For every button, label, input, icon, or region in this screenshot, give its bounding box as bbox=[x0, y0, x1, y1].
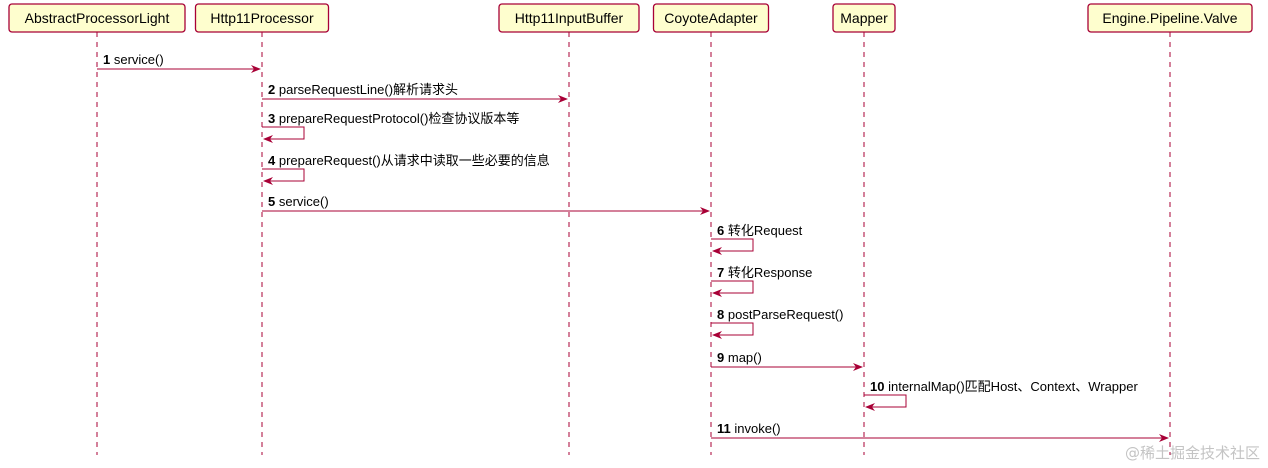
message-label: 5 service() bbox=[268, 194, 329, 209]
self-message-line bbox=[711, 238, 754, 252]
self-message-line bbox=[864, 394, 907, 408]
message-5: 5 service() bbox=[262, 194, 710, 215]
message-label: 9 map() bbox=[717, 350, 762, 365]
message-label: 6 转化Request bbox=[717, 223, 803, 238]
message-label: 11 invoke() bbox=[717, 421, 781, 436]
arrow-head bbox=[712, 289, 722, 297]
arrow-head bbox=[865, 403, 875, 411]
message-text: 转化Request bbox=[728, 223, 803, 238]
participant-coyoteadapter: CoyoteAdapter bbox=[652, 3, 770, 33]
participant-boxes: AbstractProcessorLight Http11Processor Htt… bbox=[8, 3, 1253, 33]
self-message-line bbox=[262, 168, 305, 182]
message-text: 转化Response bbox=[728, 265, 813, 280]
message-11: 11 invoke() bbox=[711, 421, 1169, 442]
arrow-head bbox=[700, 207, 710, 215]
message-1: 1 service() bbox=[97, 52, 261, 73]
message-number: 3 bbox=[268, 111, 275, 126]
participant-box bbox=[832, 3, 896, 33]
message-8: 8 postParseRequest() bbox=[711, 307, 843, 339]
message-label: 10 internalMap()匹配Host、Context、Wrapper bbox=[870, 379, 1138, 394]
participant-label: Engine.Pipeline.Valve bbox=[1102, 10, 1237, 26]
participant-http11inputbuffer: Http11InputBuffer bbox=[498, 3, 640, 33]
participant-label: Mapper bbox=[840, 10, 888, 26]
self-message-line bbox=[711, 280, 754, 294]
arrow-head bbox=[712, 247, 722, 255]
arrow-head bbox=[853, 363, 863, 371]
message-number: 4 bbox=[268, 153, 276, 168]
lifelines bbox=[96, 32, 1171, 455]
message-number: 10 bbox=[870, 379, 884, 394]
message-text: invoke() bbox=[734, 421, 780, 436]
participant-box bbox=[498, 3, 640, 33]
message-text: service() bbox=[279, 194, 329, 209]
message-text: prepareRequest()从请求中读取一些必要的信息 bbox=[279, 153, 550, 168]
message-label: 8 postParseRequest() bbox=[717, 307, 843, 322]
participant-label: AbstractProcessorLight bbox=[25, 10, 170, 26]
message-3: 3 prepareRequestProtocol()检查协议版本等 bbox=[262, 111, 519, 143]
message-number: 11 bbox=[717, 421, 731, 436]
messages: 1 service() 2 parseRequestLine()解析请求头 3 pr… bbox=[97, 52, 1169, 442]
participant-box bbox=[8, 3, 186, 33]
message-label: 2 parseRequestLine()解析请求头 bbox=[268, 82, 458, 97]
arrow-head bbox=[263, 177, 273, 185]
message-number: 1 bbox=[103, 52, 110, 67]
participant-box bbox=[652, 3, 770, 33]
arrow-head bbox=[558, 95, 568, 103]
message-6: 6 转化Request bbox=[711, 223, 803, 255]
message-number: 2 bbox=[268, 82, 275, 97]
message-text: service() bbox=[114, 52, 164, 67]
arrow-head bbox=[251, 65, 261, 73]
participant-label: Http11Processor bbox=[210, 10, 314, 26]
message-text: postParseRequest() bbox=[728, 307, 844, 322]
participant-label: CoyoteAdapter bbox=[664, 10, 758, 26]
message-number: 9 bbox=[717, 350, 724, 365]
message-text: parseRequestLine()解析请求头 bbox=[279, 82, 458, 97]
message-number: 5 bbox=[268, 194, 275, 209]
message-9: 9 map() bbox=[711, 350, 863, 371]
message-text: map() bbox=[728, 350, 762, 365]
message-number: 7 bbox=[717, 265, 724, 280]
arrow-head bbox=[712, 331, 722, 339]
message-10: 10 internalMap()匹配Host、Context、Wrapper bbox=[864, 379, 1138, 411]
message-label: 7 转化Response bbox=[717, 265, 812, 280]
participant-abstractprocessorlight: AbstractProcessorLight bbox=[8, 3, 186, 33]
participant-mapper: Mapper bbox=[832, 3, 896, 33]
message-2: 2 parseRequestLine()解析请求头 bbox=[262, 82, 568, 103]
message-number: 8 bbox=[717, 307, 724, 322]
message-text: internalMap()匹配Host、Context、Wrapper bbox=[888, 379, 1138, 394]
participant-engine-pipeline-valve: Engine.Pipeline.Valve bbox=[1087, 3, 1253, 33]
message-number: 6 bbox=[717, 223, 724, 238]
participant-http11processor: Http11Processor bbox=[194, 3, 330, 33]
message-7: 7 转化Response bbox=[711, 265, 812, 297]
message-label: 3 prepareRequestProtocol()检查协议版本等 bbox=[268, 111, 519, 126]
arrow-head bbox=[1159, 434, 1169, 442]
participant-label: Http11InputBuffer bbox=[515, 10, 624, 26]
self-message-line bbox=[262, 126, 305, 140]
participant-box bbox=[194, 3, 330, 33]
watermark: @稀土掘金技术社区 bbox=[1125, 444, 1260, 462]
participant-box bbox=[1087, 3, 1253, 33]
self-message-line bbox=[711, 322, 754, 336]
message-text: prepareRequestProtocol()检查协议版本等 bbox=[279, 111, 520, 126]
message-label: 4 prepareRequest()从请求中读取一些必要的信息 bbox=[268, 153, 550, 168]
message-label: 1 service() bbox=[103, 52, 164, 67]
message-4: 4 prepareRequest()从请求中读取一些必要的信息 bbox=[262, 153, 550, 185]
arrow-head bbox=[263, 135, 273, 143]
